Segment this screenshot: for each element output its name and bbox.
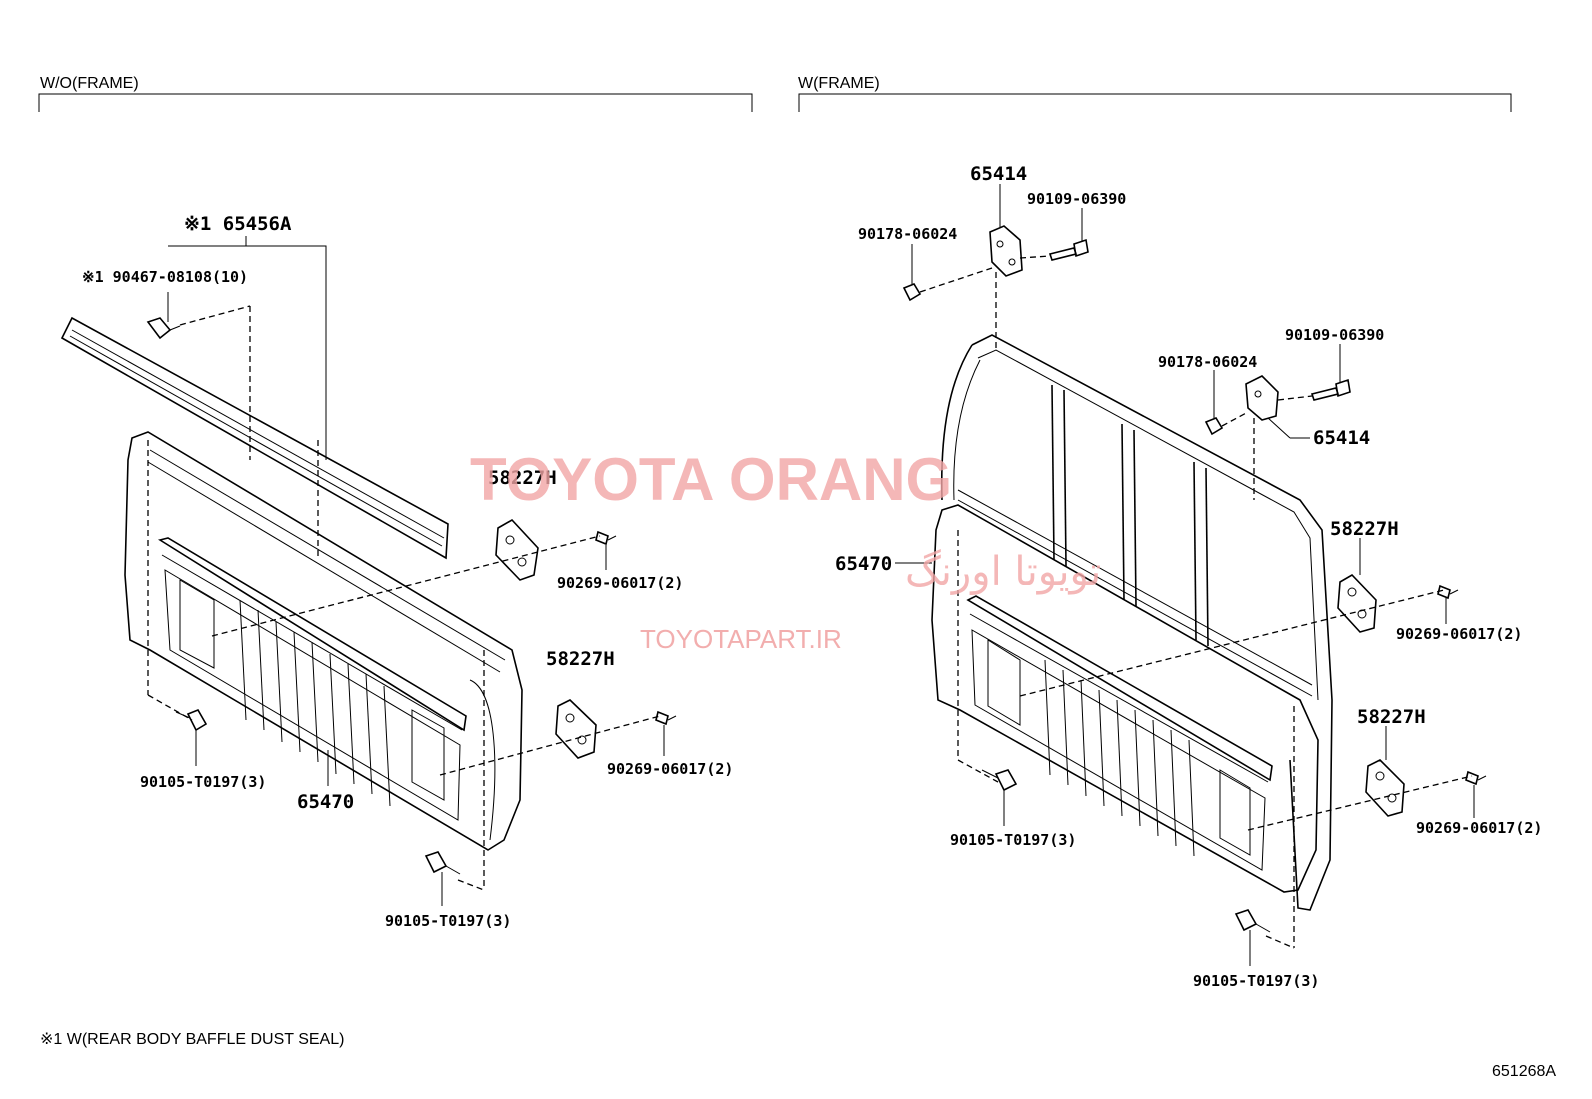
right-frame — [940, 334, 1333, 911]
right-bolt-top — [1048, 238, 1089, 261]
right-nut-top — [902, 283, 922, 302]
label-left-bolt-bottom: 90105-T0197(3) — [385, 912, 511, 930]
label-right-plate-lower: 58227H — [1357, 706, 1426, 728]
label-right-bolt-top: 90109-06390 — [1027, 190, 1126, 208]
right-plate-upper — [1337, 573, 1377, 633]
label-right-panel: 65470 — [835, 553, 892, 575]
left-clip — [146, 317, 181, 340]
right-screw-lower — [1465, 770, 1487, 786]
left-plate-lower — [555, 699, 597, 759]
right-bolt-bottom — [1234, 909, 1271, 933]
left-bolt-bottom — [424, 851, 461, 875]
left-plate-upper — [495, 518, 539, 581]
label-left-bolt-left: 90105-T0197(3) — [140, 773, 266, 791]
left-bolt-left — [175, 708, 208, 732]
label-right-screw-upper: 90269-06017(2) — [1396, 625, 1522, 643]
label-right-bracket-mid: 65414 — [1313, 427, 1370, 449]
label-clip: ※1 90467-08108(10) — [82, 268, 248, 286]
footnote: ※1 W(REAR BODY BAFFLE DUST SEAL) — [40, 1031, 344, 1048]
right-nut-mid — [1204, 417, 1224, 436]
watermark-persian: تویوتا اورنگ — [905, 549, 1101, 595]
label-left-screw-lower: 90269-06017(2) — [607, 760, 733, 778]
label-right-bolt-bottom: 90105-T0197(3) — [1193, 972, 1319, 990]
left-screw-upper — [595, 530, 617, 546]
diagram-code: 651268A — [1492, 1063, 1556, 1080]
left-seal-strip — [60, 316, 449, 560]
right-rear-panel — [931, 504, 1319, 893]
label-left-screw-upper: 90269-06017(2) — [557, 574, 683, 592]
label-seal-group: ※1 65456A — [184, 213, 292, 235]
label-right-bolt-mid: 90109-06390 — [1285, 326, 1384, 344]
label-right-screw-lower: 90269-06017(2) — [1416, 819, 1542, 837]
watermark-brand: TOYOTA ORANG — [470, 446, 952, 513]
label-right-plate-upper: 58227H — [1330, 518, 1399, 540]
label-right-bracket-top: 65414 — [970, 163, 1027, 185]
left-section-bracket — [38, 93, 753, 112]
right-bolt-mid — [1310, 378, 1351, 401]
left-screw-lower — [655, 710, 677, 726]
watermark-site: TOYOTAPART.IR — [640, 624, 842, 654]
label-right-bolt-left: 90105-T0197(3) — [950, 831, 1076, 849]
label-left-panel: 65470 — [297, 791, 354, 813]
label-left-plate-lower: 58227H — [546, 648, 615, 670]
left-section-title: W/O(FRAME) — [40, 75, 139, 92]
right-screw-upper — [1437, 584, 1459, 600]
label-right-nut-top: 90178-06024 — [858, 225, 957, 243]
right-bracket-top — [989, 225, 1023, 277]
right-section-bracket — [798, 93, 1512, 112]
right-plate-lower — [1365, 759, 1405, 817]
label-left-plate-upper: 58227H — [488, 467, 557, 489]
label-right-nut-mid: 90178-06024 — [1158, 353, 1257, 371]
right-bracket-mid — [1245, 375, 1279, 421]
left-rear-panel — [124, 431, 523, 851]
right-section-title: W(FRAME) — [798, 75, 880, 92]
right-bolt-left — [981, 769, 1018, 792]
